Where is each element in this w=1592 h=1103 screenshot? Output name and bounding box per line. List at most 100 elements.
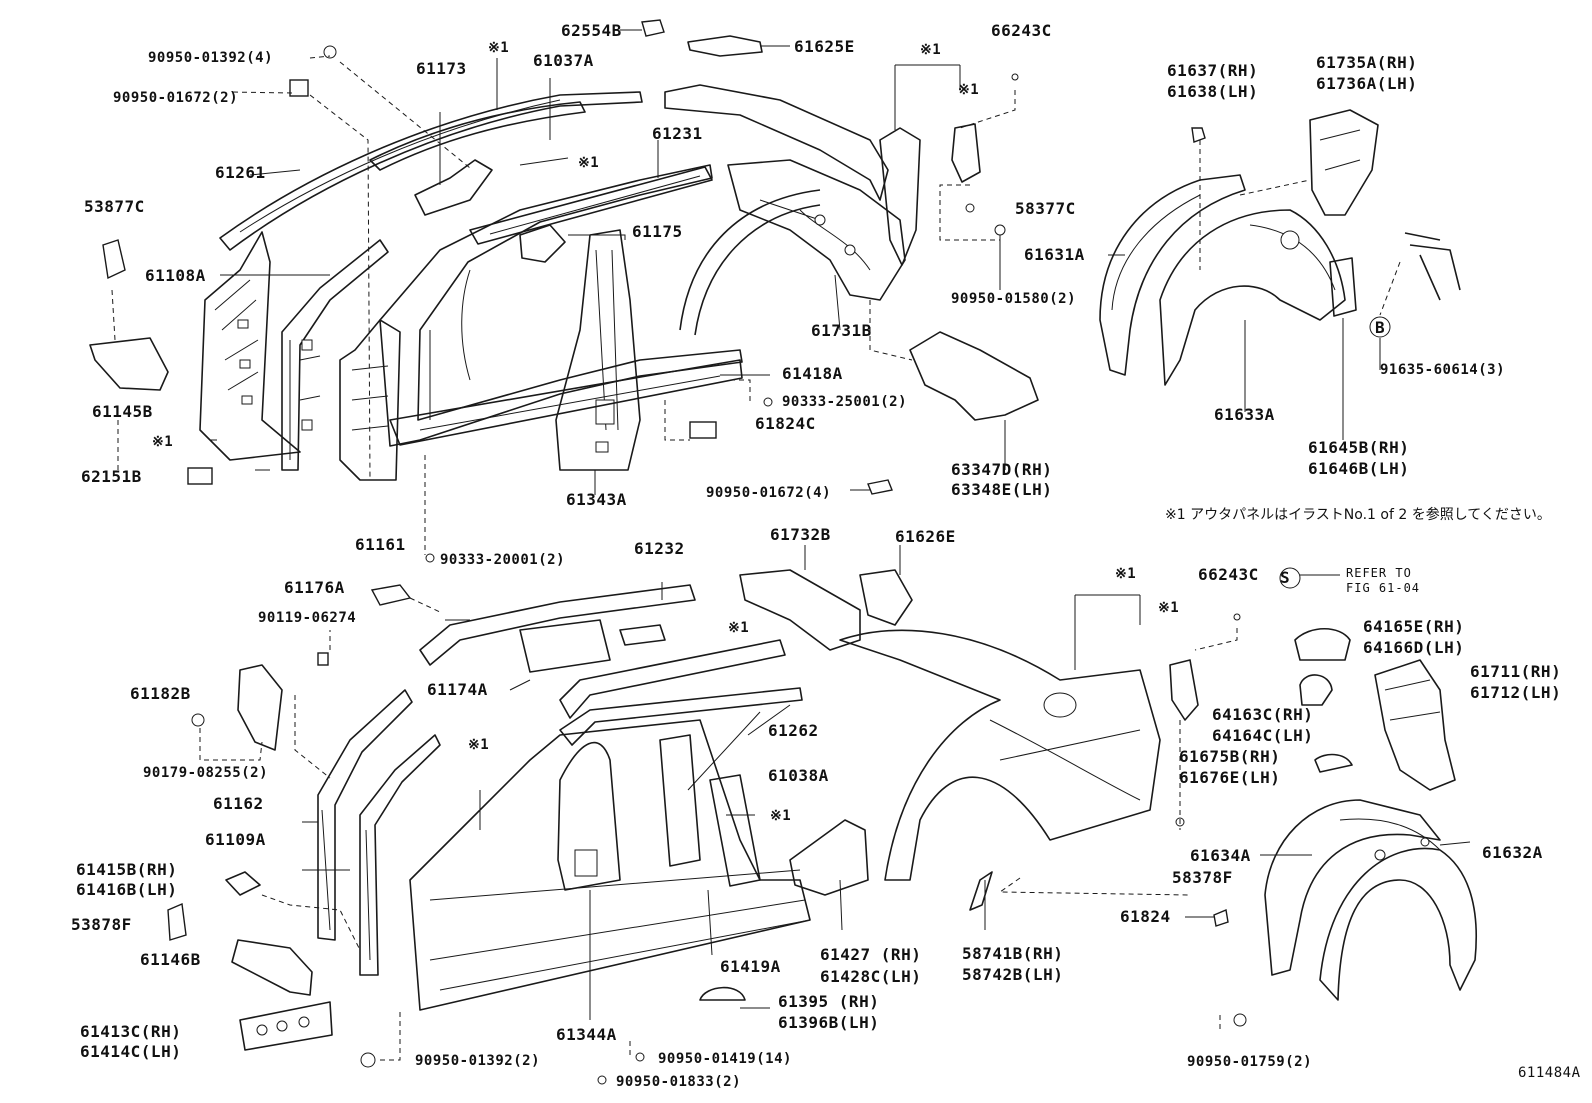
label-91635-60614: 91635-60614(3) <box>1380 362 1506 378</box>
label-61676E: 61676E(LH) <box>1179 768 1281 787</box>
label-61731B: 61731B <box>811 321 872 340</box>
label-90950-01759-2: 90950-01759(2) <box>1187 1054 1313 1070</box>
label-66243C-top: 66243C <box>991 21 1052 40</box>
upper-body-side-assembly <box>89 19 1039 563</box>
star-marker: ※1 <box>1115 566 1137 582</box>
star-marker: ※1 <box>1158 600 1180 616</box>
label-64163C: 64163C(RH) <box>1212 705 1314 724</box>
label-61638: 61638(LH) <box>1167 82 1259 101</box>
star-marker: ※1 <box>152 434 174 450</box>
label-61626E: 61626E <box>895 527 956 546</box>
label-61675B: 61675B(RH) <box>1179 747 1281 766</box>
label-61182B: 61182B <box>130 684 191 703</box>
label-61712: 61712(LH) <box>1470 683 1562 702</box>
outer-panel-note: ※1 アウタパネルはイラストNo.1 of 2 を参照してください。 <box>1165 507 1551 523</box>
label-58742B: 58742B(LH) <box>962 965 1064 984</box>
label-61108A: 61108A <box>145 266 206 285</box>
diagram-id: 611484A <box>1518 1065 1581 1081</box>
label-90950-01833-2: 90950-01833(2) <box>616 1074 742 1090</box>
label-61395: 61395 (RH) <box>778 992 880 1011</box>
refer-line2: FIG 61-04 <box>1346 581 1421 595</box>
label-61625E: 61625E <box>794 37 855 56</box>
label-62151B: 62151B <box>81 467 142 486</box>
label-90179-08255-2: 90179-08255(2) <box>143 765 269 781</box>
label-61732B: 61732B <box>770 525 831 544</box>
label-61631A: 61631A <box>1024 245 1085 264</box>
label-61637: 61637(RH) <box>1167 61 1259 80</box>
label-61161: 61161 <box>355 535 406 554</box>
label-63348E: 63348E(LH) <box>951 480 1053 499</box>
label-61428C: 61428C(LH) <box>820 967 922 986</box>
star-marker: ※1 <box>488 40 510 56</box>
label-61632A: 61632A <box>1482 843 1543 862</box>
label-63347D: 63347D(RH) <box>951 460 1053 479</box>
star-marker: ※1 <box>468 737 490 753</box>
star-marker: ※1 <box>728 620 750 636</box>
label-61416B: 61416B(LH) <box>76 880 178 899</box>
label-58741B: 58741B(RH) <box>962 944 1064 963</box>
label-61414C: 61414C(LH) <box>80 1042 182 1061</box>
label-61162: 61162 <box>213 794 264 813</box>
label-61231: 61231 <box>652 124 703 143</box>
label-61735A: 61735A(RH) <box>1316 53 1418 72</box>
label-90950-01672-2: 90950-01672(2) <box>113 90 239 106</box>
label-61646B: 61646B(LH) <box>1308 459 1410 478</box>
lower-wheelhouse-assembly <box>1169 567 1478 1027</box>
label-61824C: 61824C <box>755 414 816 433</box>
label-61146B: 61146B <box>140 950 201 969</box>
label-61175: 61175 <box>632 222 683 241</box>
label-61645B: 61645B(RH) <box>1308 438 1410 457</box>
star-marker: ※1 <box>920 42 942 58</box>
label-61396B: 61396B(LH) <box>778 1013 880 1032</box>
label-61344A: 61344A <box>556 1025 617 1044</box>
label-61413C: 61413C(RH) <box>80 1022 182 1041</box>
label-61634A: 61634A <box>1190 846 1251 865</box>
callout-b: B <box>1375 318 1386 337</box>
label-61711: 61711(RH) <box>1470 662 1562 681</box>
label-64164C: 64164C(LH) <box>1212 726 1314 745</box>
label-61427: 61427 (RH) <box>820 945 922 964</box>
label-90950-01419-14: 90950-01419(14) <box>658 1051 792 1067</box>
refer-symbol: S <box>1280 568 1291 587</box>
label-62554B: 62554B <box>561 21 622 40</box>
label-90333-20001-2: 90333-20001(2) <box>440 552 566 568</box>
label-61736A: 61736A(LH) <box>1316 74 1418 93</box>
label-53877C: 53877C <box>84 197 145 216</box>
label-90950-01392-2: 90950-01392(2) <box>415 1053 541 1069</box>
lower-body-side-assembly <box>167 479 1221 1085</box>
star-marker: ※1 <box>770 808 792 824</box>
label-61343A: 61343A <box>566 490 627 509</box>
label-64166D: 64166D(LH) <box>1363 638 1465 657</box>
label-90950-01672-4: 90950-01672(4) <box>706 485 832 501</box>
label-61262: 61262 <box>768 721 819 740</box>
upper-wheelhouse-assembly <box>1099 109 1461 440</box>
label-61174A: 61174A <box>427 680 488 699</box>
label-61232: 61232 <box>634 539 685 558</box>
label-90950-01392-4: 90950-01392(4) <box>148 50 274 66</box>
label-64165E: 64165E(RH) <box>1363 617 1465 636</box>
label-90119-06274: 90119-06274 <box>258 610 357 626</box>
label-61418A: 61418A <box>782 364 843 383</box>
label-61038A: 61038A <box>768 766 829 785</box>
label-58378F: 58378F <box>1172 868 1233 887</box>
refer-line1: REFER TO <box>1346 566 1412 580</box>
label-61109A: 61109A <box>205 830 266 849</box>
label-90950-01580-2: 90950-01580(2) <box>951 291 1077 307</box>
star-marker: ※1 <box>958 82 980 98</box>
label-61145B: 61145B <box>92 402 153 421</box>
label-53878F: 53878F <box>71 915 132 934</box>
label-61037A: 61037A <box>533 51 594 70</box>
label-61173: 61173 <box>416 59 467 78</box>
label-61419A: 61419A <box>720 957 781 976</box>
label-61176A: 61176A <box>284 578 345 597</box>
label-61261: 61261 <box>215 163 266 182</box>
label-90333-25001-2: 90333-25001(2) <box>782 394 908 410</box>
label-61824: 61824 <box>1120 907 1171 926</box>
label-58377C: 58377C <box>1015 199 1076 218</box>
label-61633A: 61633A <box>1214 405 1275 424</box>
label-61415B: 61415B(RH) <box>76 860 178 879</box>
star-marker: ※1 <box>578 155 600 171</box>
label-66243C-bottom: 66243C <box>1198 565 1259 584</box>
